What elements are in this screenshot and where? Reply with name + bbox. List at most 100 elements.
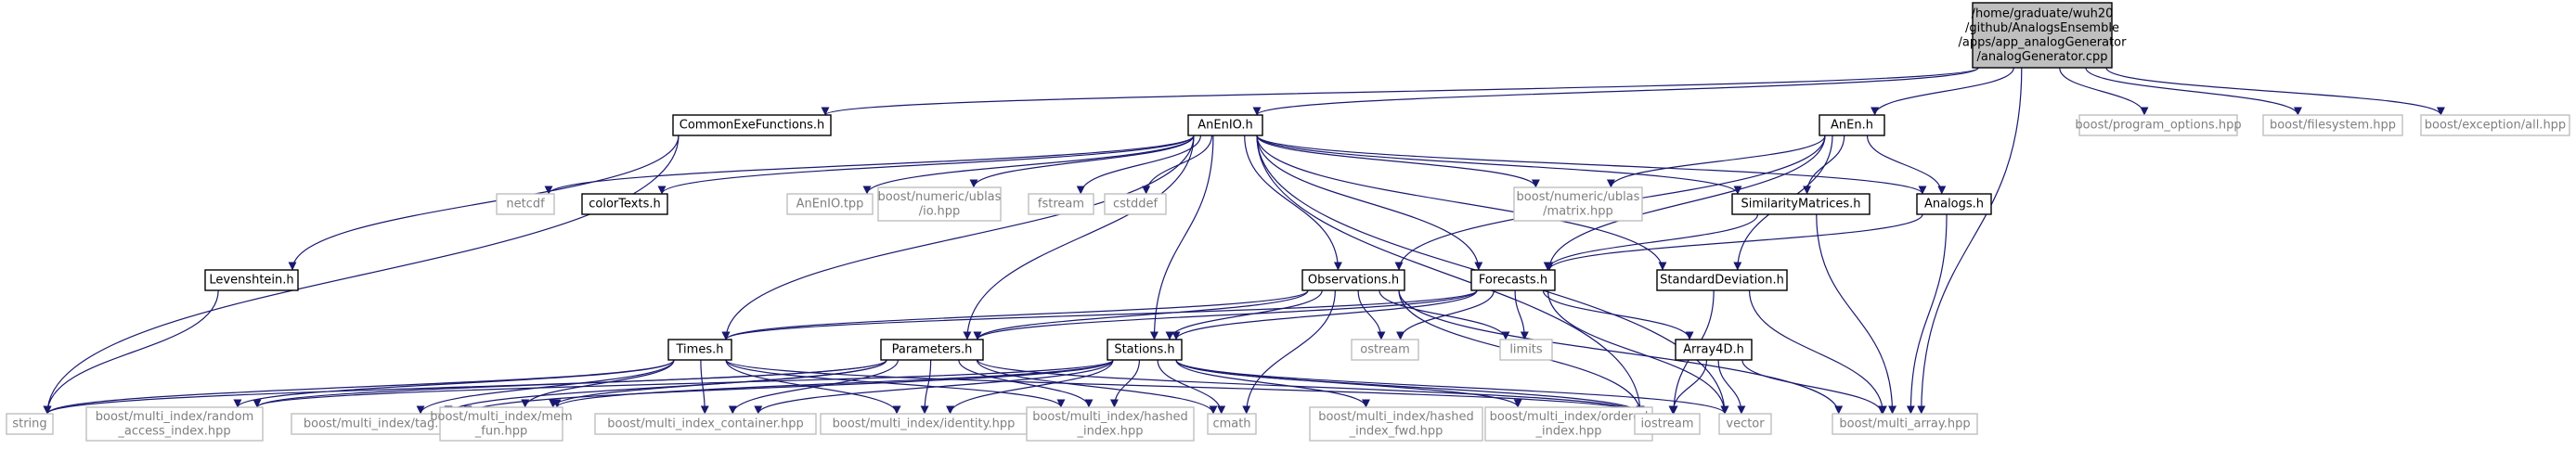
edge-analogs-to-multiarray: [1906, 213, 1948, 415]
node-params[interactable]: Parameters.h: [880, 339, 984, 361]
edge-times-to-random: [233, 359, 675, 408]
node-multiarray[interactable]: boost/multi_array.hpp: [1832, 413, 1978, 435]
node-label: boost/multi_index/hashed: [1318, 410, 1474, 424]
edge-analogs-to-fcst: [1545, 213, 1923, 271]
node-ordered[interactable]: boost/multi_index/ordered_index.hpp: [1484, 406, 1653, 442]
node-box: [1470, 269, 1556, 291]
node-box: [877, 186, 1002, 222]
node-box: [204, 269, 299, 291]
node-label: vector: [1726, 417, 1765, 431]
node-hashedfwd[interactable]: boost/multi_index/hashed_index_fwd.hpp: [1309, 406, 1483, 442]
node-box: [1026, 406, 1195, 442]
edge-stations-to-cmath: [1157, 359, 1226, 415]
edge-anenio-to-params: [963, 135, 1195, 340]
node-label: boost/multi_index_container.hpp: [607, 417, 803, 431]
edge-params-to-cmath: [976, 359, 1218, 415]
edge-stations-to-vector: [1175, 359, 1729, 415]
node-label: CommonExeFunctions.h: [680, 119, 825, 133]
node-box: [1819, 114, 1885, 136]
node-label: boost/multi_index/ordered: [1490, 410, 1649, 424]
node-anen[interactable]: AnEn.h: [1819, 114, 1885, 136]
edge-anenio-to-simmat: [1256, 135, 1742, 195]
node-identity[interactable]: boost/multi_index/identity.hpp: [820, 413, 1028, 435]
node-commonexe[interactable]: CommonExeFunctions.h: [672, 114, 832, 136]
node-label: Times.h: [676, 343, 724, 357]
node-po[interactable]: boost/program_options.hpp: [2075, 114, 2242, 136]
node-fs[interactable]: boost/filesystem.hpp: [2262, 114, 2403, 136]
edge-stations-to-hashedfwd: [1175, 359, 1370, 408]
edge-simmat-to-fcst: [1543, 213, 1759, 271]
node-iostream[interactable]: iostream: [1634, 413, 1701, 435]
edge-array4d-to-iostream: [1668, 359, 1708, 415]
node-random[interactable]: boost/multi_index/random_access_index.hp…: [85, 406, 264, 442]
edge-commonexe-to-string: [43, 135, 680, 415]
node-hashed[interactable]: boost/multi_index/hashed_index.hpp: [1026, 406, 1195, 442]
edge-stations-to-hashed: [1109, 359, 1141, 408]
edge-anenio-to-netcdf: [544, 135, 1195, 195]
edge-obs-to-ostream: [1357, 289, 1386, 340]
edge-anenio-to-stations: [1149, 135, 1214, 340]
node-fstream[interactable]: fstream: [1028, 193, 1094, 215]
edge-fcst-to-ostream: [1396, 289, 1495, 340]
node-label: ostream: [1360, 343, 1410, 357]
node-ublasio[interactable]: boost/numeric/ublas/io.hpp: [877, 186, 1002, 222]
node-memfun[interactable]: boost/multi_index/mem_fun.hpp: [430, 406, 573, 442]
node-stddev[interactable]: StandardDeviation.h: [1656, 269, 1788, 291]
node-leven[interactable]: Levenshtein.h: [204, 269, 299, 291]
node-cmath[interactable]: cmath: [1207, 413, 1257, 435]
node-limits[interactable]: limits: [1499, 339, 1553, 361]
node-anenio[interactable]: AnEnIO.h: [1187, 114, 1263, 136]
node-array4d[interactable]: Array4D.h: [1675, 339, 1753, 361]
node-matrix[interactable]: boost/numeric/ublas/matrix.hpp: [1513, 186, 1643, 222]
node-box: [1499, 339, 1553, 361]
node-label: _fun.hpp: [474, 424, 527, 438]
node-label: netcdf: [506, 198, 545, 212]
node-mic[interactable]: boost/multi_index_container.hpp: [594, 413, 817, 435]
node-main[interactable]: /home/graduate/wuh20/github/AnalogsEnsem…: [1959, 2, 2128, 69]
edge-anen-to-fcst: [1545, 135, 1826, 271]
node-box: [1187, 114, 1263, 136]
node-fcst[interactable]: Forecasts.h: [1470, 269, 1556, 291]
node-anentpp[interactable]: AnEnIO.tpp: [786, 193, 874, 215]
node-label: _index_fwd.hpp: [1349, 424, 1443, 438]
node-vector[interactable]: vector: [1718, 413, 1772, 435]
edge-simmat-to-multiarray: [1816, 213, 1897, 415]
node-simmat[interactable]: SimilarityMatrices.h: [1731, 193, 1871, 215]
node-label: boost/multi_index/identity.hpp: [833, 417, 1016, 431]
node-netcdf[interactable]: netcdf: [496, 193, 555, 215]
node-label: boost/numeric/ublas: [878, 190, 1002, 204]
node-box: [1028, 193, 1094, 215]
node-label: /analogGenerator.cpp: [1977, 50, 2108, 64]
edge-commonexe-to-leven: [288, 135, 680, 271]
node-box: [1107, 339, 1183, 361]
node-tag[interactable]: boost/multi_index/tag.hpp: [291, 413, 474, 435]
node-obs[interactable]: Observations.h: [1301, 269, 1405, 291]
edge-stddev-to-multiarray: [1748, 289, 1887, 415]
node-stations[interactable]: Stations.h: [1107, 339, 1183, 361]
node-label: Levenshtein.h: [209, 274, 293, 288]
edge-obs-to-params: [973, 289, 1309, 340]
node-ostream[interactable]: ostream: [1351, 339, 1419, 361]
edge-obs-to-stations: [1165, 289, 1323, 340]
node-label: SimilarityMatrices.h: [1741, 198, 1861, 212]
edge-fcst-to-stations: [1171, 289, 1478, 340]
node-string[interactable]: string: [6, 413, 54, 435]
node-analogs[interactable]: Analogs.h: [1916, 193, 1992, 215]
node-label: boost/program_options.hpp: [2075, 119, 2241, 133]
edge-times-to-mic: [700, 359, 709, 415]
node-label: Forecasts.h: [1479, 274, 1547, 288]
node-box: [6, 413, 54, 435]
edge-main-to-fs: [2085, 67, 2302, 116]
node-box: [1656, 269, 1788, 291]
edge-main-to-anen: [1871, 67, 2014, 116]
node-label: Observations.h: [1308, 274, 1399, 288]
node-label: cstddef: [1113, 198, 1159, 212]
edge-anenio-to-ublasio: [969, 135, 1195, 188]
edge-main-to-commonexe: [821, 67, 1979, 116]
node-exc[interactable]: boost/exception/all.hpp: [2420, 114, 2570, 136]
node-cstddef[interactable]: cstddef: [1104, 193, 1167, 215]
node-times[interactable]: Times.h: [667, 339, 732, 361]
node-colortexts[interactable]: colorTexts.h: [581, 193, 668, 215]
node-label: _access_index.hpp: [117, 424, 230, 438]
edge-obs-to-times: [721, 289, 1309, 340]
